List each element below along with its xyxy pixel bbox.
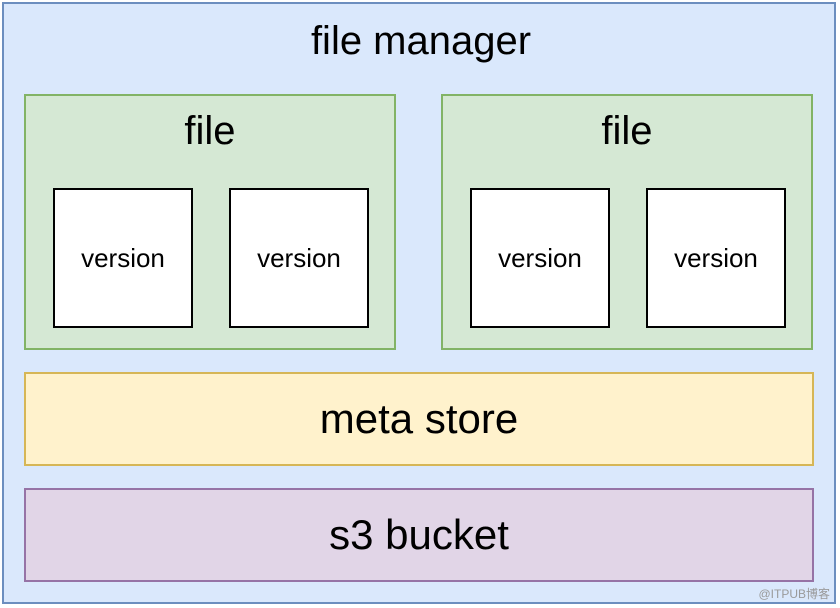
version-box: version bbox=[470, 188, 610, 328]
version-box: version bbox=[646, 188, 786, 328]
version-box: version bbox=[229, 188, 369, 328]
file-title: file bbox=[184, 109, 236, 153]
version-box: version bbox=[53, 188, 193, 328]
watermark: @ITPUB博客 bbox=[758, 587, 830, 601]
file-title: file bbox=[601, 109, 653, 153]
file-box: file version version bbox=[24, 94, 396, 350]
file-manager-title: file manager bbox=[310, 19, 532, 63]
meta-store-box: meta store bbox=[24, 372, 814, 466]
file-box: file version version bbox=[441, 94, 813, 350]
s3-bucket-box: s3 bucket bbox=[24, 488, 814, 582]
